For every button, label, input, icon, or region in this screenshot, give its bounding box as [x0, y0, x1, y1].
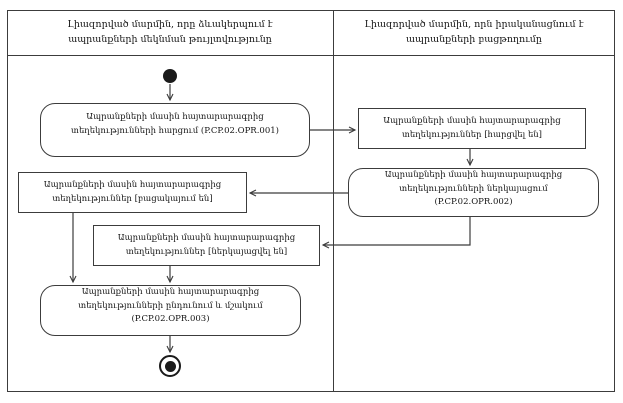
- final-node-inner-dot: [164, 360, 176, 372]
- diagram-outer-frame: [7, 10, 615, 392]
- object-state-info-absent: Ապրանքների մասին հայտարարագրից տեղեկությ…: [18, 172, 247, 213]
- lane-header-authority-departure: Լիազորված մարմին, որը ձևակերպում է ապրան…: [67, 19, 273, 45]
- object-state-info-presented: Ապրանքների մասին հայտարարագրից տեղեկությ…: [93, 225, 320, 266]
- initial-node-icon: [163, 69, 177, 83]
- lane-header-separator: [7, 55, 615, 56]
- object-state-info-queried: Ապրանքների մասին հայտարարագրից տեղեկությ…: [358, 108, 586, 149]
- swimlane-divider: [333, 10, 334, 392]
- activity-present-declaration-info: Ապրանքների մասին հայտարարագրից տեղեկությ…: [348, 168, 599, 217]
- lane-header-authority-release: Լիազորված մարմին, որն իրականացնում է ապր…: [364, 19, 584, 45]
- activity-receive-process-declaration-info: Ապրանքների մասին հայտարարագրից տեղեկությ…: [40, 285, 301, 336]
- final-node-icon: [159, 355, 181, 377]
- activity-request-declaration-info: Ապրանքների մասին հայտարարագրից տեղեկությ…: [40, 103, 310, 157]
